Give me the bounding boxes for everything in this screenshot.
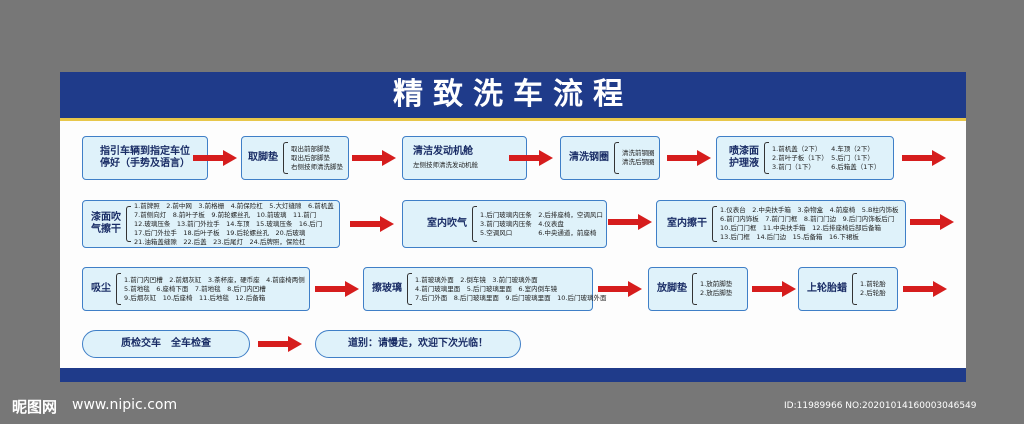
step-item: 12.玻璃压条 13.前门外拉手 14.车顶 15.玻璃压条 16.后门 [134,219,323,228]
step-label: 室内吹气 [427,218,467,229]
step-label: 喷漆面 护理液 [729,146,759,169]
watermark-id: ID:11989966 NO:20201014160003046549 [784,401,977,411]
step-item: 右侧技师清洗脚垫 [291,162,343,171]
step-item: 1.放前脚垫 [700,280,733,288]
step-replace-mats: 放脚垫 1.放前脚垫 2.放后脚垫 [648,267,748,311]
step-item: 21.油箱盖缝隙 22.后盖 23.后尾灯 24.后牌照，保险杠 [134,237,306,246]
flow-arrow [352,150,396,166]
step-interior-dry: 室内擦干 1.仪表台 2.中央扶手箱 3.杂物盒 4.前座椅 5.B柱内饰板 6… [656,200,906,248]
step-interior-blow: 室内吹气 1.后门玻璃内压条 2.后排座椅，空调风口 3.前门玻璃内压条 4.仪… [402,200,607,248]
step-item: 取出前部脚垫 [291,144,330,153]
brace [472,206,477,242]
step-label: 指引车辆到指定车位 停好（手势及语言） [100,146,190,169]
step-item: 1.前门内凹槽 2.前烟灰缸 3.茶杯座，硬币座 4.前座椅两侧 [124,275,305,284]
step-item: 取出后部脚垫 [291,153,330,162]
gold-rule [60,118,966,121]
brace [614,142,619,174]
flow-arrow [752,281,796,297]
step-item: 2.放后脚垫 [700,289,733,297]
step-item: 5.前地毯 6.座椅下面 7.前地毯 8.后门内凹槽 [124,284,266,293]
step-label: 上轮胎蜡 [807,283,847,294]
step-item: 17.后门外拉手 18.后叶子板 19.后轮螺丝孔 20.后玻璃 [134,228,306,237]
flow-arrow [608,214,652,230]
step-item: 1.前轮胎 [860,280,886,288]
step-label: 吸尘 [91,283,111,294]
step-engine-bay: 清洁发动机舱 左侧技师清洗发动机舱 [402,136,527,180]
step-item: 2.后轮胎 [860,289,886,297]
step-item: 7.后门外面 8.后门玻璃里面 9.后门玻璃里面 10.后门玻璃外面 [415,293,607,302]
step-farewell: 道别：请慢走，欢迎下次光临！ [315,330,521,358]
step-wheel-rims: 清洗钢圈 清洗前钢圈 清洗后钢圈 [560,136,660,180]
step-tire-wax: 上轮胎蜡 1.前轮胎 2.后轮胎 [798,267,898,311]
step-blow-dry-paint: 漆面吹 气擦干 1.前牌照 2.前中网 3.前格栅 4.前保险杠 5.大灯缝隙 … [82,200,340,248]
step-label: 擦玻璃 [372,283,402,294]
step-item: 13.后门框 14.后门边 15.后备箱 16.下裙板 [720,233,859,241]
step-item: 2.前叶子板（1下） 5.后门（1下） [772,153,874,162]
brace [764,142,769,174]
step-item: 9.后烟灰缸 10.后座椅 11.后地毯 12.后备箱 [124,293,266,302]
step-label: 放脚垫 [657,283,687,294]
flow-arrow [903,281,947,297]
brace [692,273,697,305]
page-title: 精致洗车流程 [393,77,633,112]
step-label: 道别：请慢走，欢迎下次光临！ [348,338,488,349]
brace [283,142,288,174]
step-item: 1.仪表台 2.中央扶手箱 3.杂物盒 4.前座椅 5.B柱内饰板 [720,206,899,214]
step-item: 7.前侧向灯 8.前叶子板 9.前轮螺丝孔 10.前玻璃 11.前门 [134,210,317,219]
process-board: 精致洗车流程 指引车辆到指定车位 停好（手势及语言） 取脚垫 取出前部脚垫 取出… [60,72,966,382]
flow-arrow [667,150,711,166]
step-clean-glass: 擦玻璃 1.前玻璃外面 2.倒车镜 3.前门玻璃外面 4.前门玻璃里面 5.后门… [363,267,606,311]
step-item: 4.前门玻璃里面 5.后门玻璃里面 6.室内倒车镜 [415,284,558,293]
step-item: 清洗前钢圈 [622,149,655,157]
brace [407,273,412,305]
footer-bar [60,368,966,382]
step-item: 3.前门（1下） 6.后箱盖（1下） [772,162,881,171]
step-label: 取脚垫 [248,152,278,163]
step-item: 6.前门内饰板 7.前门门框 8.前门门边 9.后门内饰板后门 [720,215,895,223]
step-item: 5.空调风口 6.中央通道，前座椅 [480,228,597,237]
flow-arrow [509,150,553,166]
step-item: 清洗后钢圈 [622,158,655,166]
flow-arrow [315,281,359,297]
step-item: 左侧技师清洗发动机舱 [413,161,478,169]
brace [126,206,131,242]
title-banner [60,72,966,118]
flow-arrow [598,281,642,297]
brace [852,273,857,305]
step-guide-vehicle: 指引车辆到指定车位 停好（手势及语言） [82,136,208,180]
watermark-logo: 昵图网 [12,398,58,416]
step-item: 1.前机盖（2下） 4.车顶（2下） [772,144,874,153]
step-label: 清洁发动机舱 [413,146,473,157]
brace [712,206,717,242]
step-remove-mats: 取脚垫 取出前部脚垫 取出后部脚垫 右侧技师清洗脚垫 [241,136,349,180]
step-vacuum: 吸尘 1.前门内凹槽 2.前烟灰缸 3.茶杯座，硬币座 4.前座椅两侧 5.前地… [82,267,310,311]
flow-arrow [258,336,302,352]
step-item: 1.前玻璃外面 2.倒车镜 3.前门玻璃外面 [415,275,538,284]
step-item: 1.后门玻璃内压条 2.后排座椅，空调风口 [480,210,603,219]
brace [116,273,121,305]
step-label: 清洗钢圈 [569,152,609,163]
step-paint-care: 喷漆面 护理液 1.前机盖（2下） 4.车顶（2下） 2.前叶子板（1下） 5.… [716,136,894,180]
step-label: 室内擦干 [667,218,707,229]
watermark-url: www.nipic.com [72,397,178,413]
step-item: 10.后门门框 11.中央扶手箱 12.后排座椅后部后备箱 [720,224,882,232]
flow-arrow [910,214,954,230]
step-label: 漆面吹 气擦干 [91,212,121,235]
step-quality-check: 质检交车 全车检查 [82,330,250,358]
step-item: 1.前牌照 2.前中网 3.前格栅 4.前保险杠 5.大灯缝隙 6.前机盖 [134,201,334,210]
step-label: 质检交车 全车检查 [121,338,211,349]
flow-arrow [902,150,946,166]
step-item: 3.前门玻璃内压条 4.仪表盘 [480,219,564,228]
flow-arrow [193,150,237,166]
flow-arrow [350,216,394,232]
